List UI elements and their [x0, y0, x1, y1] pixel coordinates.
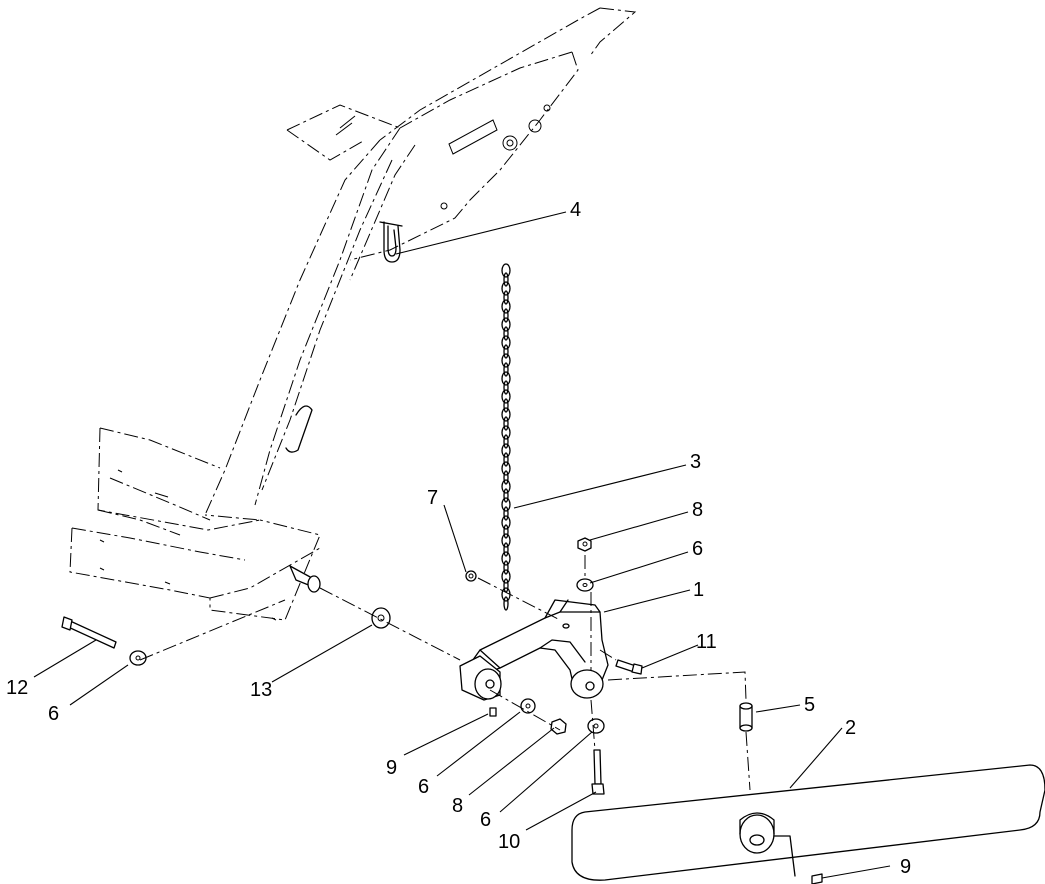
chain-link — [503, 560, 509, 575]
chain-link — [501, 353, 511, 368]
callouts: 4 3 7 8 6 1 11 5 2 12 6 13 9 6 8 6 10 9 — [6, 199, 911, 878]
chain-link — [501, 569, 511, 584]
callout-11: 11 — [696, 631, 717, 653]
callout-6-left: 6 — [48, 703, 59, 725]
callout-8-top: 8 — [692, 499, 703, 521]
chain-link — [503, 308, 509, 323]
chain-link — [503, 596, 509, 611]
chain-link — [501, 317, 511, 332]
callout-12: 12 — [6, 677, 28, 699]
callout-6-top: 6 — [692, 538, 703, 560]
callout-9-right: 9 — [900, 856, 911, 878]
chain-link — [503, 542, 509, 557]
chain-link — [501, 407, 511, 422]
chain-link — [501, 425, 511, 440]
chain-link — [501, 371, 511, 386]
callout-7: 7 — [427, 487, 438, 509]
callout-1: 1 — [693, 579, 704, 601]
hardware — [61, 537, 823, 884]
chain-link — [503, 506, 509, 521]
chain-link — [501, 281, 511, 296]
assembly-centerlines — [139, 555, 751, 791]
callout-2: 2 — [845, 717, 856, 739]
chain-link — [503, 488, 509, 503]
chain-link — [503, 362, 509, 377]
leader-lines — [33, 211, 891, 879]
frame-arm — [69, 7, 637, 621]
part-3-chain — [501, 263, 511, 611]
chain-link — [501, 551, 511, 566]
chain-link — [503, 434, 509, 449]
chain-link — [503, 344, 509, 359]
callout-10: 10 — [498, 831, 520, 853]
callout-13: 13 — [250, 679, 272, 701]
chain-link — [501, 587, 511, 602]
callout-6-bottom: 6 — [480, 809, 491, 831]
chain-link — [503, 290, 509, 305]
chain-link — [503, 272, 509, 287]
part-4-shackle — [379, 221, 403, 263]
part-2-footplate — [571, 764, 1045, 881]
chain-link — [503, 578, 509, 593]
callout-3: 3 — [690, 451, 701, 473]
chain-link — [503, 416, 509, 431]
chain-link — [501, 461, 511, 476]
chain-link — [501, 443, 511, 458]
chain-link — [503, 380, 509, 395]
chain-link — [501, 299, 511, 314]
chain-link — [501, 479, 511, 494]
chain-link — [501, 533, 511, 548]
callout-8-bottom: 8 — [452, 795, 463, 817]
callout-9-left: 9 — [386, 757, 397, 779]
callout-4: 4 — [570, 199, 581, 221]
chain-link — [503, 398, 509, 413]
chain-link — [501, 515, 511, 530]
callout-6-bottom-left: 6 — [418, 776, 429, 798]
chain-link — [501, 497, 511, 512]
chain-link — [501, 335, 511, 350]
chain-link — [503, 452, 509, 467]
chain-link — [503, 326, 509, 341]
part-1-bracket — [459, 599, 609, 701]
chain-link — [501, 389, 511, 404]
chain-link — [503, 470, 509, 485]
chain-link — [503, 524, 509, 539]
callout-5: 5 — [804, 694, 815, 716]
chain-link — [501, 263, 511, 278]
